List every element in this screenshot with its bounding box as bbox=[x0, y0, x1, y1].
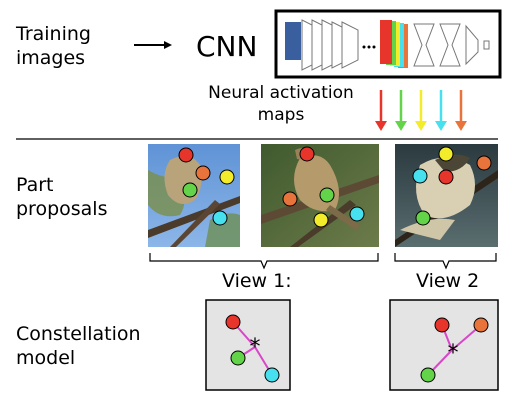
bird-photo-1 bbox=[148, 144, 240, 247]
view-2-brace bbox=[394, 253, 497, 270]
colored-feature-maps bbox=[380, 20, 408, 68]
cnn-label: CNN bbox=[196, 30, 258, 63]
centroid-star: * bbox=[448, 341, 459, 366]
constellation-panel-2: * bbox=[389, 299, 499, 391]
part-proposals-label: Part proposals bbox=[16, 174, 108, 220]
view-1-brace bbox=[149, 253, 379, 270]
bird-photo-2 bbox=[261, 144, 379, 247]
input-image-thumb bbox=[285, 22, 301, 60]
activation-arrows bbox=[375, 90, 467, 131]
part-proposal-dots bbox=[178, 146, 492, 228]
centroid-star: * bbox=[250, 335, 261, 360]
view-1-label: View 1: bbox=[222, 270, 292, 292]
activation-maps-label: Neural activation maps bbox=[208, 83, 354, 125]
constellation-panel-1: * bbox=[205, 299, 291, 391]
view-2-label: View 2 bbox=[416, 270, 480, 292]
training-images-label: Training images bbox=[16, 23, 91, 69]
cnn-architecture-box bbox=[274, 9, 502, 79]
constellation-model-label: Constellation model bbox=[16, 323, 141, 369]
